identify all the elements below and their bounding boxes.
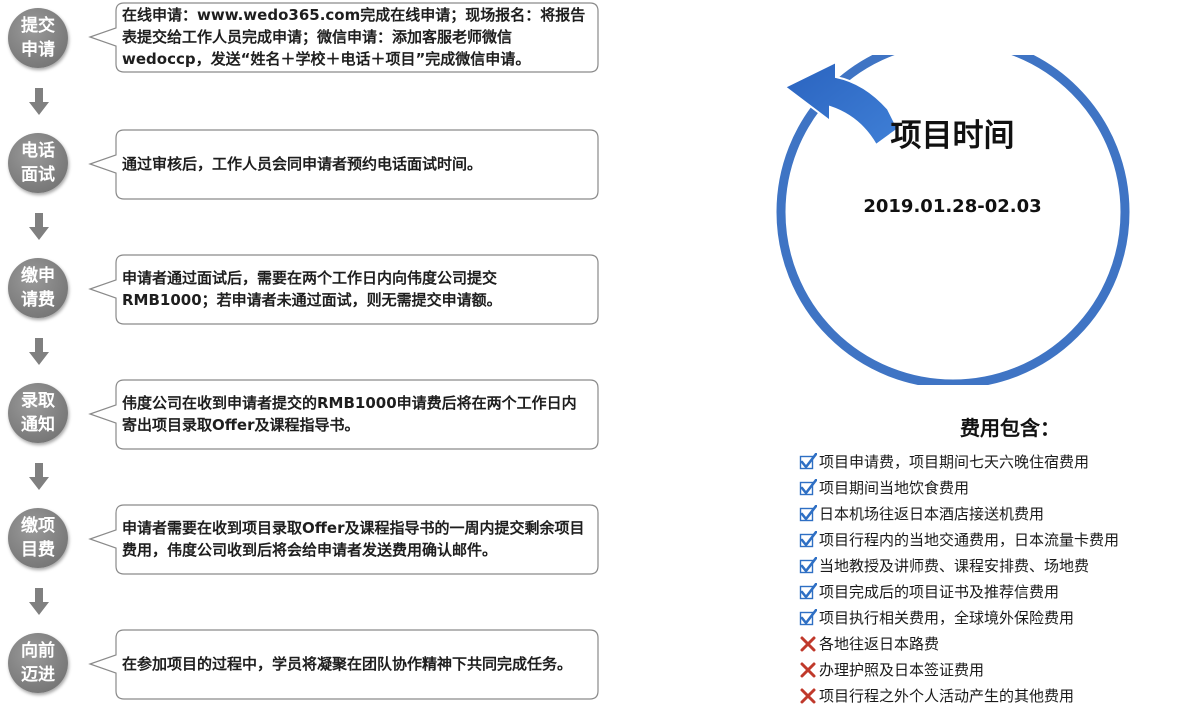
fee-item: 办理护照及日本签证费用 — [799, 657, 1119, 683]
step-label: 向前迈进 — [21, 641, 55, 685]
checkbox-checked-icon — [799, 479, 817, 496]
fee-item: 项目行程内的当地交通费用，日本流量卡费用 — [799, 527, 1119, 553]
cross-icon — [800, 662, 816, 678]
step-description: 在线申请：www.wedo365.com完成在线申请；现场报名：将报告表提交给工… — [122, 6, 586, 68]
checkbox-checked-icon — [799, 609, 817, 626]
step-callout: 伟度公司在收到申请者提交的RMB1000申请费后将在两个工作日内寄出项目录取Of… — [88, 379, 600, 450]
cross-icon — [800, 688, 816, 704]
fee-item-text: 项目执行相关费用，全球境外保险费用 — [819, 609, 1075, 627]
fee-item-text: 日本机场往返日本酒店接送机费用 — [819, 505, 1045, 523]
checkbox-checked-icon — [799, 557, 817, 574]
arrow-down-icon — [29, 88, 49, 115]
callout-outline — [88, 129, 599, 200]
timeline-date: 2019.01.28-02.03 — [863, 196, 1042, 217]
callout-outline — [88, 379, 599, 450]
fee-item: 项目完成后的项目证书及推荐信费用 — [799, 579, 1119, 605]
step-circle: 电话面试 — [8, 133, 68, 193]
fee-item: 日本机场往返日本酒店接送机费用 — [799, 501, 1119, 527]
step-callout: 申请者需要在收到项目录取Offer及课程指导书的一周内提交剩余项目费用，伟度公司… — [88, 504, 600, 575]
fee-item: 各地往返日本路费 — [799, 631, 1119, 657]
step-description: 申请者需要在收到项目录取Offer及课程指导书的一周内提交剩余项目费用，伟度公司… — [122, 519, 585, 559]
step-description: 申请者通过面试后，需要在两个工作日内向伟度公司提交RMB1000；若申请者未通过… — [122, 269, 502, 309]
step-description: 在参加项目的过程中，学员将凝聚在团队协作精神下共同完成任务。 — [122, 655, 573, 673]
fee-item: 当地教授及讲师费、课程安排费、场地费 — [799, 553, 1119, 579]
callout-bubble — [88, 504, 599, 575]
fee-item: 项目行程之外个人活动产生的其他费用 — [799, 683, 1119, 709]
step-callout: 在线申请：www.wedo365.com完成在线申请；现场报名：将报告表提交给工… — [88, 2, 600, 73]
step-circle: 提交申请 — [8, 8, 68, 68]
cross-icon — [800, 636, 816, 652]
fee-title: 费用包含： — [960, 416, 1060, 440]
callout-bubble — [88, 129, 599, 200]
callout-outline — [88, 629, 599, 700]
checkbox-checked-icon — [799, 583, 817, 600]
fee-item-text: 项目行程内的当地交通费用，日本流量卡费用 — [819, 531, 1120, 549]
timeline-ring-circle — [776, 55, 1130, 385]
step-description: 伟度公司在收到申请者提交的RMB1000申请费后将在两个工作日内寄出项目录取Of… — [122, 394, 577, 434]
step-callout: 在参加项目的过程中，学员将凝聚在团队协作精神下共同完成任务。 — [88, 629, 600, 700]
fee-list: 项目申请费，项目期间七天六晚住宿费用项目期间当地饮食费用日本机场往返日本酒店接送… — [799, 449, 1119, 709]
arrow-down-icon — [29, 463, 49, 490]
callout-outline — [88, 254, 599, 325]
fee-item-text: 当地教授及讲师费、课程安排费、场地费 — [819, 557, 1090, 575]
checkbox-checked-icon — [799, 531, 817, 548]
timeline-title: 项目时间 — [890, 118, 1015, 154]
fee-item: 项目执行相关费用，全球境外保险费用 — [799, 605, 1119, 631]
callout-bubble — [88, 2, 599, 73]
step-description: 通过审核后，工作人员会同申请者预约电话面试时间。 — [122, 155, 483, 173]
step-callout: 申请者通过面试后，需要在两个工作日内向伟度公司提交RMB1000；若申请者未通过… — [88, 254, 600, 325]
callout-outline — [88, 2, 599, 73]
step-circle: 缴项目费 — [8, 508, 68, 568]
step-callout: 通过审核后，工作人员会同申请者预约电话面试时间。 — [88, 129, 600, 200]
fee-item-text: 项目行程之外个人活动产生的其他费用 — [819, 687, 1075, 705]
curved-arrow-icon — [783, 60, 900, 147]
fee-item-text: 项目完成后的项目证书及推荐信费用 — [819, 583, 1060, 601]
fee-item: 项目申请费，项目期间七天六晚住宿费用 — [799, 449, 1119, 475]
step-circle: 缴申请费 — [8, 258, 68, 318]
callout-bubble — [88, 379, 599, 450]
step-circle: 向前迈进 — [8, 633, 68, 693]
step-label: 缴申请费 — [21, 266, 55, 310]
timeline-ring — [776, 55, 1130, 385]
fee-item: 项目期间当地饮食费用 — [799, 475, 1119, 501]
fee-item-text: 项目申请费，项目期间七天六晚住宿费用 — [819, 453, 1090, 471]
fee-item-text: 项目期间当地饮食费用 — [819, 479, 970, 497]
fee-item-text: 办理护照及日本签证费用 — [819, 661, 985, 679]
fee-item-text: 各地往返日本路费 — [819, 635, 940, 653]
callout-outline — [88, 504, 599, 575]
callout-bubble — [88, 629, 599, 700]
checkbox-checked-icon — [799, 505, 817, 522]
step-circle: 录取通知 — [8, 383, 68, 443]
step-label: 电话面试 — [21, 141, 55, 185]
step-label: 录取通知 — [21, 391, 55, 435]
step-label: 提交申请 — [21, 16, 55, 60]
callout-bubble — [88, 254, 599, 325]
arrow-down-icon — [29, 338, 49, 365]
step-label: 缴项目费 — [21, 516, 55, 560]
checkbox-checked-icon — [799, 453, 817, 470]
arrow-down-icon — [29, 588, 49, 615]
arrow-down-icon — [29, 213, 49, 240]
